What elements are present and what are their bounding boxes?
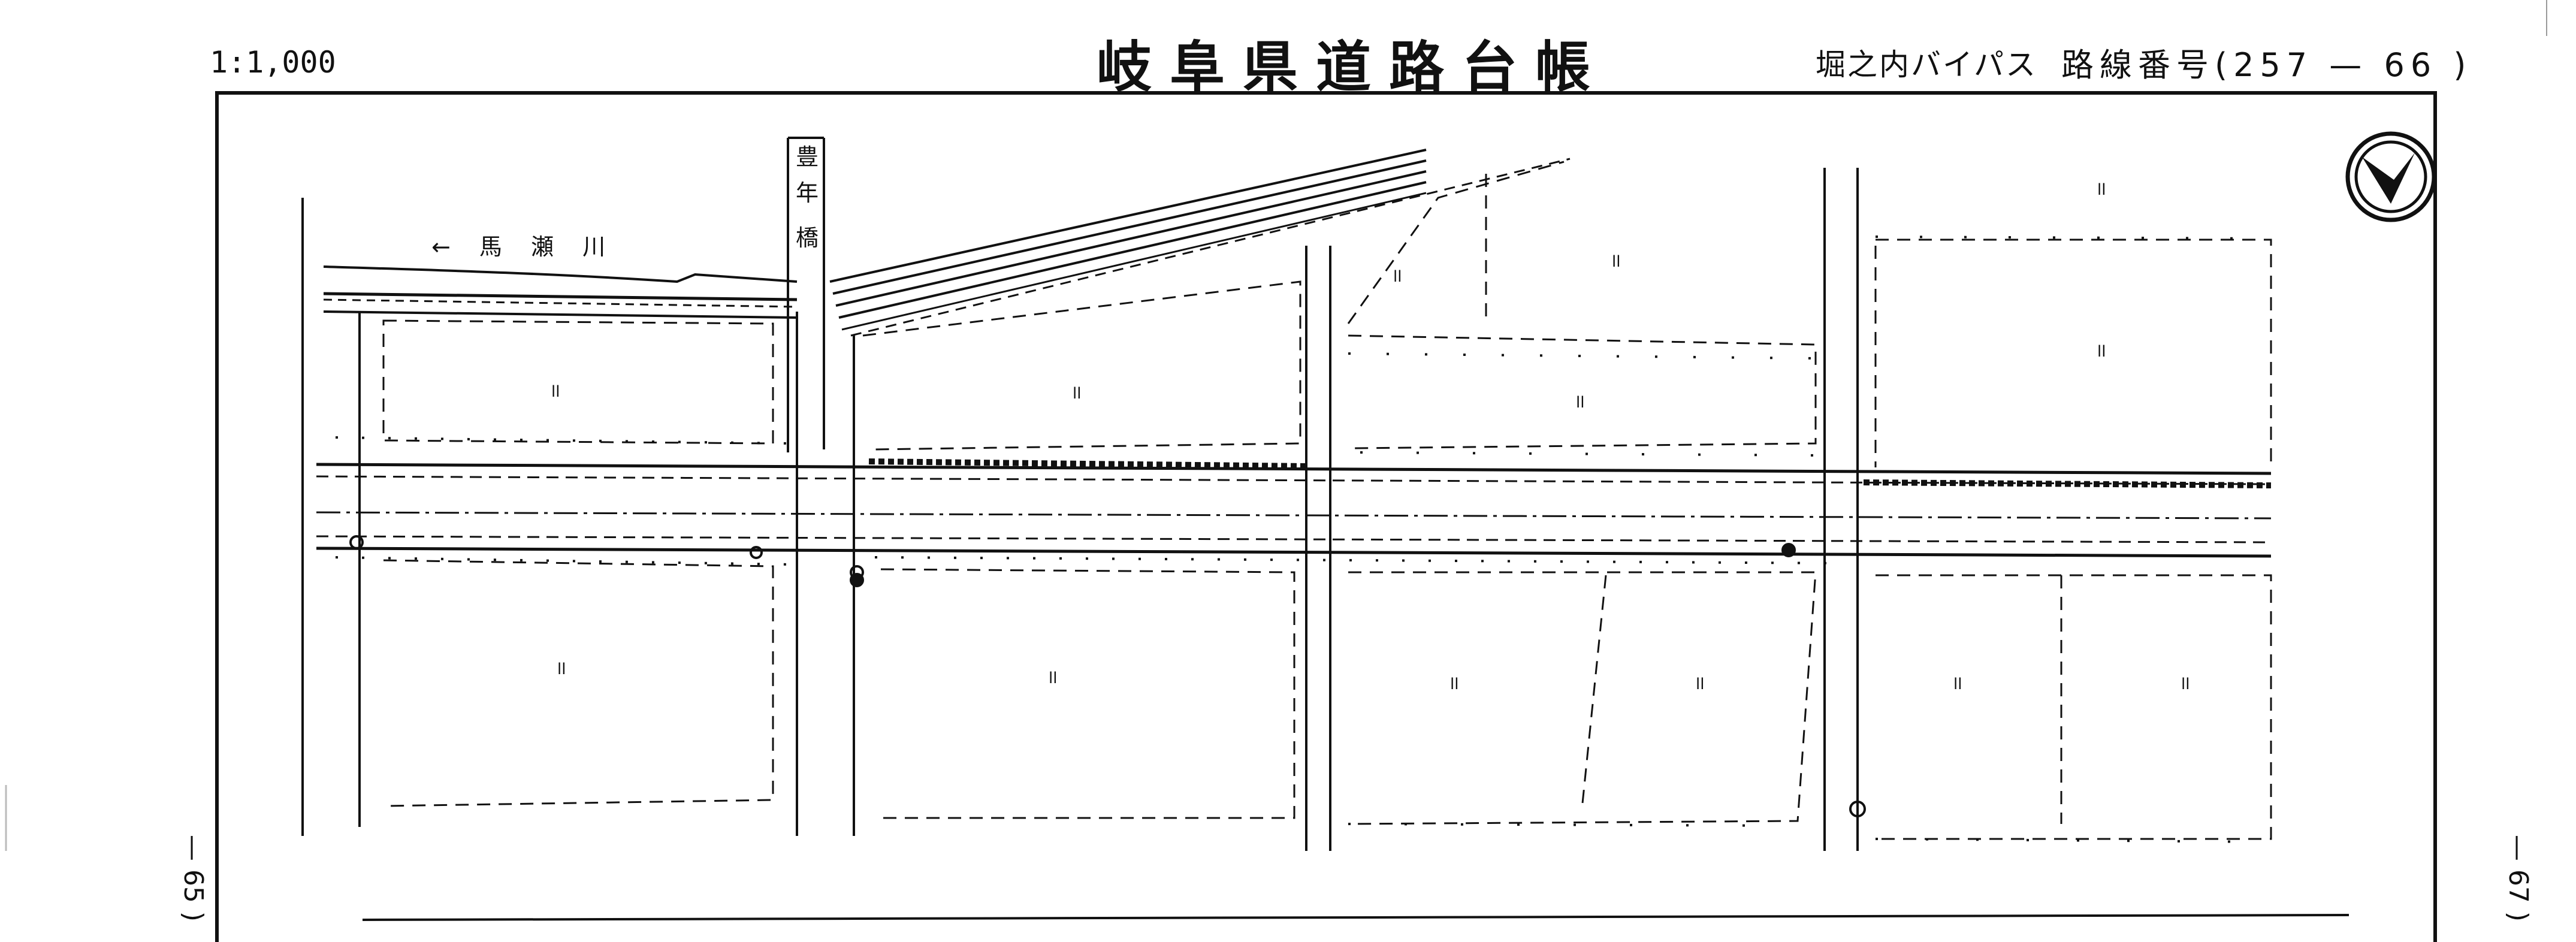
- parcel-mark: ll: [1953, 675, 1962, 693]
- parcel-mark: ll: [1073, 385, 1081, 403]
- bridge-label-char-3: 橋: [796, 225, 819, 251]
- bridge-label-char-2: 年: [796, 180, 819, 206]
- main-road: [316, 463, 2272, 558]
- parcel-mark: ll: [1049, 669, 1057, 687]
- parcel-mark: ll: [1576, 394, 1584, 412]
- footpath-marks: [335, 236, 2272, 843]
- parcel-mark: ll: [1612, 253, 1620, 271]
- scale-label: 1:1,000: [210, 45, 336, 80]
- bottom-baseline: [362, 914, 2349, 921]
- river-label: ← 馬 瀬 川: [431, 234, 616, 260]
- parcel-mark: ll: [1450, 675, 1458, 693]
- parcel-mark: ll: [2097, 181, 2106, 199]
- cross-streets: [301, 168, 1859, 851]
- parcel-mark: ll: [1696, 675, 1704, 693]
- parcel-marks: ll ll ll ll ll ll ll ll ll ll ll ll ll: [551, 181, 2190, 693]
- parcel-boundaries: [382, 161, 2272, 840]
- road-verge-hatch: [868, 458, 2272, 488]
- bridge-label-char-1: 豊: [796, 144, 819, 170]
- river-bank: [323, 265, 798, 319]
- route-number: 路線番号(257 — 66 ): [2061, 46, 2472, 84]
- map-symbols: [349, 535, 1866, 817]
- parcel-mark: ll: [2097, 343, 2106, 361]
- parcel-mark: ll: [2181, 675, 2190, 693]
- parcel-mark: ll: [551, 383, 560, 401]
- diagonal-embankment: [829, 149, 1571, 337]
- map-frame-border: [215, 91, 2437, 942]
- parcel-mark: ll: [1393, 268, 1402, 286]
- bridge: [787, 137, 825, 452]
- north-arrow-icon: [2345, 131, 2436, 222]
- map-title: 岐阜県道路台帳: [1097, 35, 1609, 99]
- route-name: 堀之内バイパス: [1816, 47, 2037, 82]
- parcel-mark: ll: [557, 660, 566, 678]
